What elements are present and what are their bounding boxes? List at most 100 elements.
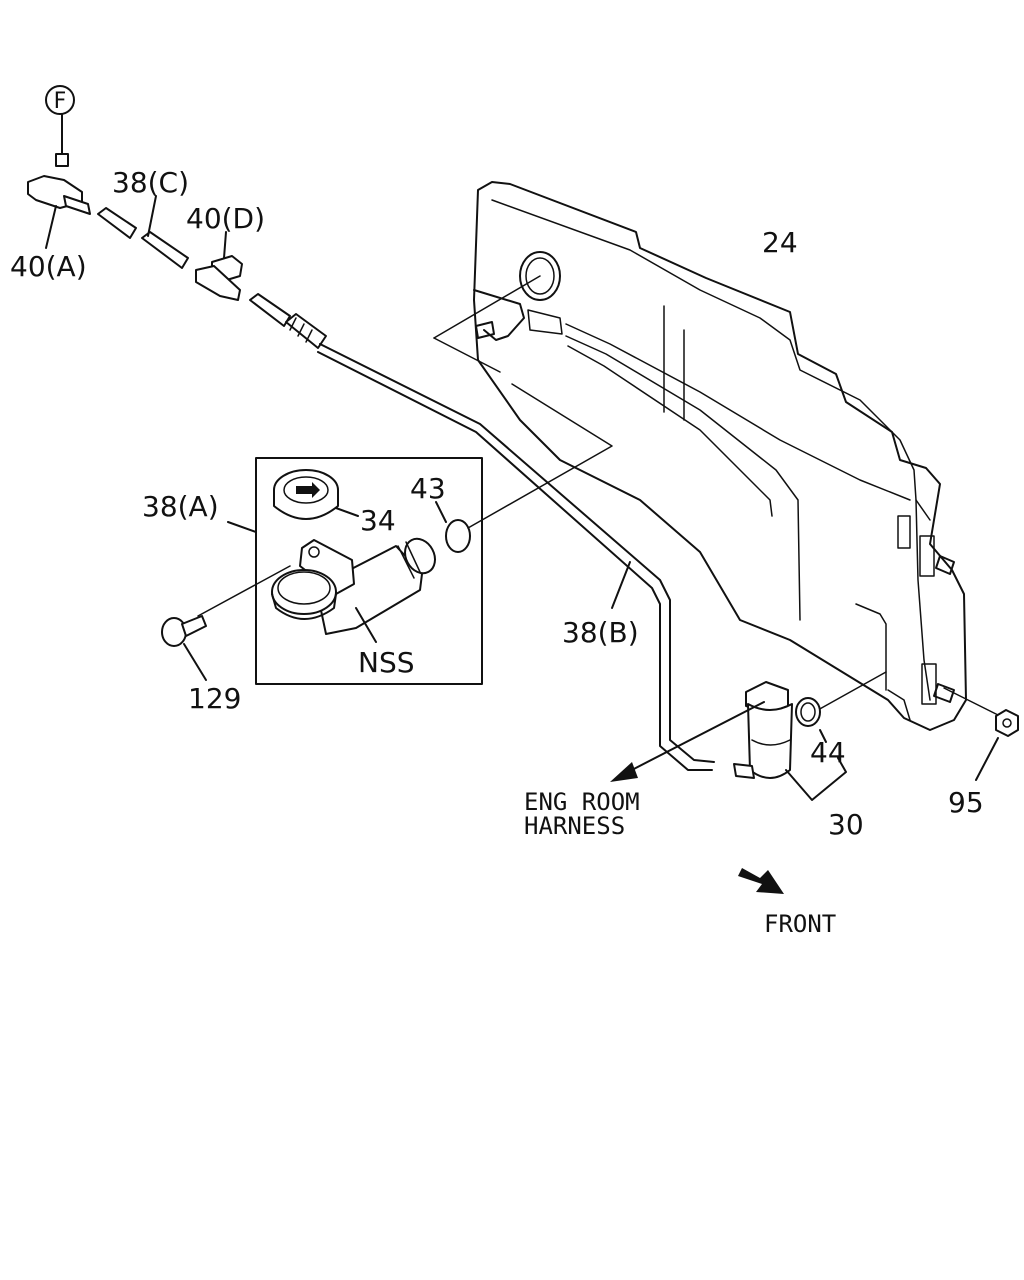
connector-40a-outlet	[63, 195, 91, 215]
washer-tank	[473, 181, 967, 731]
projection-line-top	[433, 275, 541, 339]
filler-kit-frame	[255, 457, 483, 685]
front-arrow-icon	[738, 868, 784, 894]
tank-ridge-3	[567, 345, 773, 517]
label-95: 95	[948, 786, 984, 819]
bolt-projection-line	[197, 565, 291, 617]
tank-lower-panel	[855, 603, 887, 691]
filler-kit-box	[197, 457, 483, 685]
tank-lower-strap	[887, 689, 911, 721]
o-ring-43-leader	[435, 501, 447, 523]
tank-ridge-2	[565, 335, 801, 621]
label-30: 30	[828, 808, 864, 841]
filler-neck-thread-1	[397, 545, 415, 579]
filler-neck-thread-2	[405, 541, 421, 573]
projection-line-left	[433, 337, 501, 373]
pump-30-bracket	[785, 757, 847, 801]
hose-38b-leader	[611, 561, 631, 609]
pump-body	[747, 703, 793, 779]
connector-40d-leader	[223, 231, 227, 259]
tank-outline	[473, 181, 967, 731]
label-24: 24	[762, 226, 798, 259]
o-ring-43-shape	[445, 519, 471, 553]
label-34: 34	[360, 504, 396, 537]
box-38a-leader	[227, 521, 257, 533]
bolt-129-leader	[183, 643, 207, 681]
bolt-129	[161, 615, 207, 681]
projection-lines	[433, 275, 1001, 721]
pump-outlet	[733, 763, 755, 779]
tank-mount-slot-3	[921, 663, 937, 705]
hose-38b	[249, 293, 715, 771]
tank-top-bracket	[473, 289, 525, 341]
filler-neck-mouth	[271, 569, 337, 615]
hose-38c	[97, 195, 189, 269]
filler-neck-bracket	[299, 539, 355, 595]
hose-38b-rib-3	[305, 329, 313, 343]
projection-line-mid	[467, 383, 613, 529]
pump-ring	[751, 739, 791, 746]
label-38a: 38(A)	[142, 490, 219, 523]
tank-top-bracket-2	[527, 309, 563, 335]
hose-38b-run-upper	[319, 343, 715, 763]
label-43: 43	[410, 472, 446, 505]
cap-34-ring	[283, 476, 329, 504]
o-ring-43	[435, 501, 471, 553]
projection-line-nut	[943, 687, 1001, 717]
connector-40a-top	[55, 153, 69, 167]
label-eng-room: ENG ROOM	[524, 788, 640, 816]
bolt-129-head	[161, 617, 187, 647]
harness-arrow-head	[610, 762, 638, 782]
hose-38c-leader	[147, 195, 157, 237]
ref-f-assembly: F	[27, 85, 91, 249]
tank-stud-right-lower	[933, 683, 955, 703]
bolt-129-shank	[181, 615, 207, 637]
hose-38c-segment-1	[97, 207, 137, 239]
hose-38c-segment-2	[141, 231, 189, 269]
ref-f-circle	[45, 85, 75, 115]
grommet-44-leader	[819, 729, 827, 743]
tank-ridge-1	[565, 323, 911, 501]
label-129: 129	[188, 682, 241, 715]
label-harness: HARNESS	[524, 812, 625, 840]
hose-38b-ribbed	[285, 313, 327, 349]
hose-38b-rib-1	[289, 317, 297, 331]
filler-neck-outlet	[404, 537, 436, 575]
cap-34-leader	[335, 507, 359, 517]
connector-40a-leader	[45, 205, 57, 249]
tank-stud-right-upper	[935, 555, 955, 575]
nut-95-shape	[995, 709, 1019, 737]
part-labels: 40(A) 38(C) 40(D) 24 38(A) 34 43 129 NSS…	[10, 166, 984, 938]
cap-34-side	[273, 490, 339, 520]
tank-filler-opening-inner	[525, 257, 555, 295]
washer-pump	[733, 681, 847, 801]
filler-neck-mouth-inner	[277, 571, 331, 605]
nut-95-leader	[975, 737, 999, 781]
cap-34-arrow-icon	[296, 482, 320, 498]
ref-f-label: F	[54, 89, 67, 114]
connector-40d-tube	[195, 265, 241, 301]
label-front: FRONT	[764, 910, 836, 938]
filler-neck-mouth-skirt	[271, 593, 337, 620]
grommet-44	[795, 697, 821, 727]
tank-filler-opening	[519, 251, 561, 301]
label-40a: 40(A)	[10, 250, 87, 283]
front-indicator	[738, 868, 784, 894]
tank-stud-top	[475, 321, 495, 339]
label-40d: 40(D)	[186, 202, 265, 235]
tank-side-edge	[915, 499, 931, 701]
tank-mount-slot-1	[897, 515, 911, 549]
hose-38b-end	[249, 293, 291, 327]
nut-95	[975, 709, 1019, 781]
nut-95-hole	[1002, 718, 1012, 728]
tank-inner-rim	[491, 199, 931, 521]
hose-38b-run-lower	[317, 351, 713, 771]
label-38b: 38(B)	[562, 616, 639, 649]
label-nss: NSS	[358, 646, 415, 679]
nss-leader	[355, 607, 377, 643]
harness-arrow	[610, 701, 765, 782]
filler-neck-bracket-hole	[308, 546, 320, 558]
label-38c: 38(C)	[112, 166, 189, 199]
